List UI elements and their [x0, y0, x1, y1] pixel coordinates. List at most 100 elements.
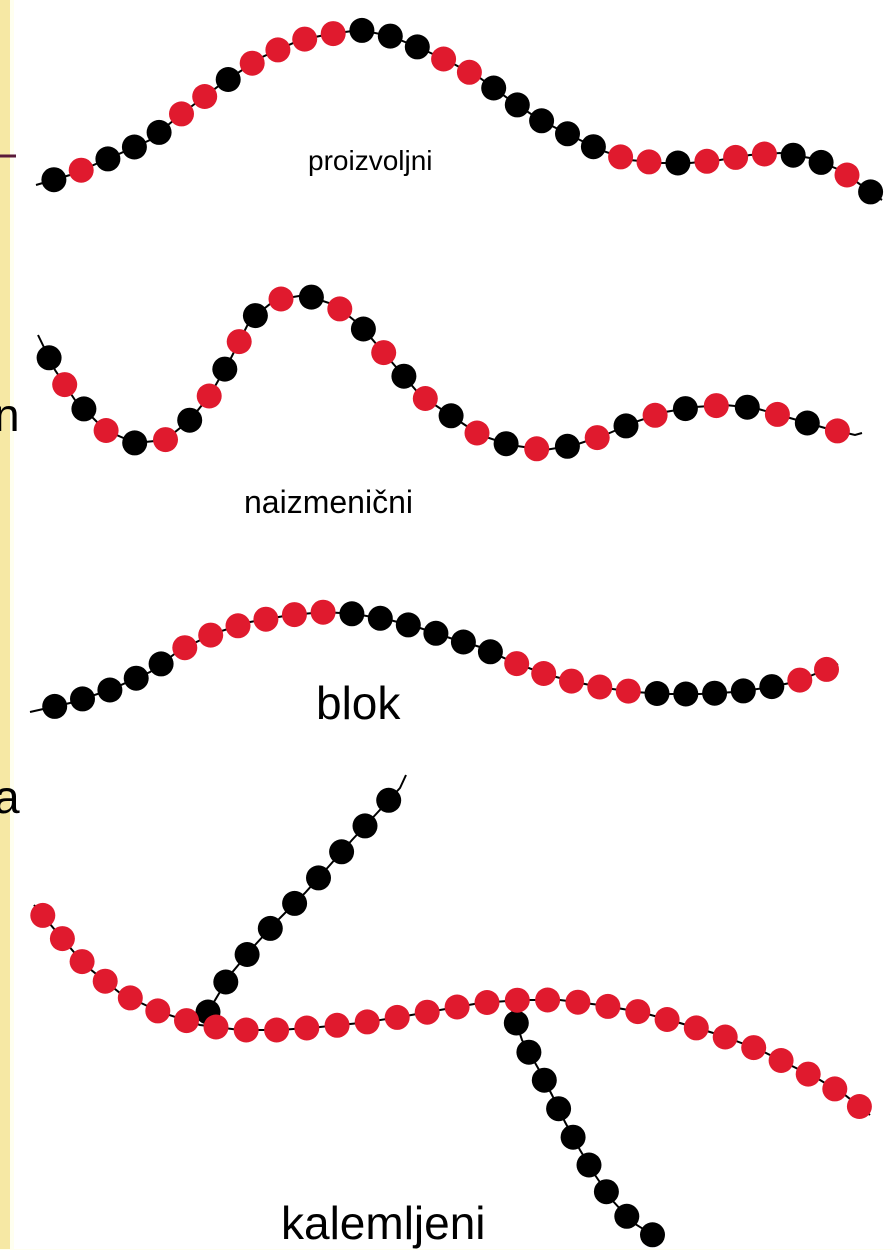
bead-red — [625, 999, 651, 1025]
bead-red — [153, 427, 178, 453]
bead-red — [371, 340, 397, 366]
bead-black — [177, 407, 203, 433]
bead-red — [292, 26, 318, 52]
bead-black — [70, 686, 95, 712]
bead-red — [264, 1017, 290, 1043]
bead-red — [587, 674, 613, 700]
bead-red — [268, 286, 294, 312]
bead-black — [95, 146, 121, 172]
cropped-text-fragment-n: n — [0, 389, 20, 441]
bead-black — [665, 150, 691, 176]
bead-black — [503, 1010, 529, 1036]
bead-red — [265, 37, 291, 63]
bead-red — [595, 993, 621, 1019]
chain-graft-main — [30, 902, 872, 1119]
bead-red — [584, 425, 610, 451]
bead-black — [493, 431, 519, 457]
bead-black — [36, 345, 62, 371]
chain-graft-branch-1 — [195, 774, 407, 1025]
bead-red — [723, 144, 749, 170]
bead-black — [808, 149, 834, 175]
bead-red — [846, 1094, 872, 1119]
bead-black — [450, 629, 476, 655]
bead-black — [41, 167, 67, 193]
label-block-copolymer: blok — [316, 677, 401, 729]
bead-black — [644, 681, 670, 706]
bead-red — [172, 635, 198, 661]
bead-red — [654, 1007, 680, 1032]
bead-red — [751, 141, 777, 167]
bead-red — [327, 296, 353, 322]
bead-red — [764, 401, 790, 427]
bead-black — [215, 67, 241, 92]
bead-red — [615, 678, 641, 704]
bead-red — [768, 1048, 794, 1073]
bead-black — [576, 1152, 602, 1178]
bead-black — [97, 677, 123, 703]
bead-black — [404, 34, 430, 60]
bead-black — [481, 75, 507, 101]
bead-black — [121, 134, 147, 160]
bead-black — [516, 1039, 542, 1065]
bead-black — [376, 787, 402, 813]
bead-red — [504, 987, 530, 1013]
bead-red — [412, 386, 438, 411]
bead-red — [203, 1014, 229, 1040]
bead-red — [524, 436, 550, 462]
bead-red — [636, 149, 662, 175]
bead-black — [329, 839, 355, 865]
bead-black — [212, 356, 238, 382]
bead-black — [554, 433, 580, 459]
bead-black — [122, 430, 148, 456]
bead-red — [52, 372, 78, 398]
cropped-text-fragment-a: a — [0, 771, 20, 823]
bead-black — [555, 121, 580, 147]
chain-block — [29, 599, 839, 719]
bead-red — [192, 84, 218, 109]
bead-red — [233, 1017, 259, 1043]
bead-red — [531, 661, 557, 686]
bead-black — [298, 284, 324, 310]
bead-black — [257, 915, 283, 941]
bead-red — [225, 613, 251, 639]
bead-red — [68, 157, 94, 183]
bead-black — [339, 601, 365, 627]
bead-black — [504, 92, 530, 118]
bead-black — [282, 890, 308, 916]
bead-red — [253, 606, 279, 632]
bead-black — [367, 605, 393, 631]
bead-black — [395, 612, 421, 638]
bead-red — [92, 968, 118, 994]
label-graft-copolymer: kalemljeni — [281, 1197, 486, 1249]
bead-red — [69, 949, 95, 975]
bead-red — [145, 998, 171, 1024]
bead-black — [123, 665, 149, 691]
bead-black — [730, 678, 756, 704]
left-border-stripe — [0, 0, 10, 1249]
chain-graft-branch-2 — [503, 1009, 665, 1248]
bead-red — [456, 59, 482, 85]
bead-black — [148, 651, 174, 677]
bead-red — [431, 46, 457, 72]
bead-red — [504, 651, 530, 677]
bead-black — [352, 813, 378, 839]
bead-black — [858, 179, 884, 205]
bead-red — [474, 990, 500, 1015]
bead-black — [306, 865, 331, 891]
bead-black — [560, 1124, 586, 1150]
bead-black — [350, 316, 376, 342]
bead-red — [683, 1015, 709, 1041]
bead-black — [234, 942, 260, 967]
bead-red — [294, 1015, 320, 1041]
bead-red — [834, 162, 860, 188]
chain-alternating — [36, 284, 863, 462]
bead-black — [580, 134, 606, 160]
bead-red — [694, 148, 720, 174]
bead-black — [423, 620, 449, 646]
bead-red — [535, 987, 561, 1013]
bead-black — [146, 119, 172, 145]
bead-red — [464, 420, 490, 446]
bead-black — [391, 363, 417, 389]
backbone-line — [207, 774, 407, 1013]
